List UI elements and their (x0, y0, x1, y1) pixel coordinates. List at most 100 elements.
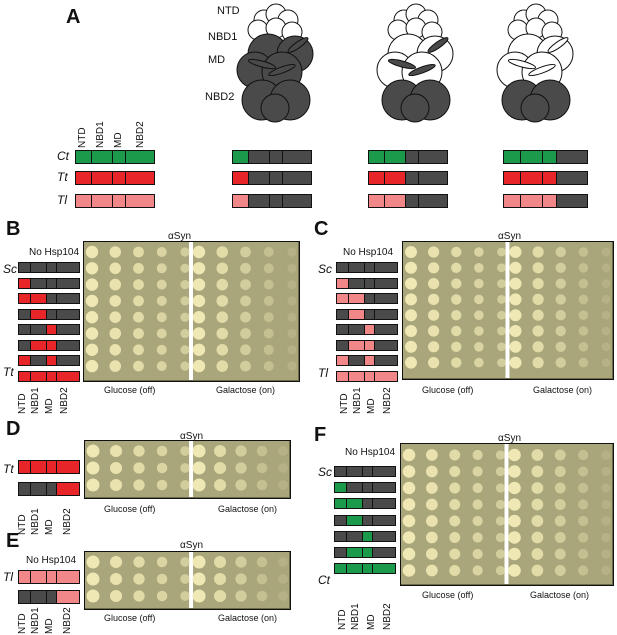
plate-f (400, 443, 614, 586)
yeast-spot (240, 344, 251, 356)
yeast-spot (497, 294, 506, 304)
yeast-spot (263, 263, 274, 274)
yeast-spot (495, 499, 506, 510)
yeast-spot (133, 445, 145, 457)
yeast-spot (156, 590, 168, 602)
yeast-spot (578, 278, 589, 289)
yeast-spot (426, 548, 438, 560)
yeast-spot (156, 462, 168, 474)
species-tt-d: Tt (3, 462, 14, 476)
yeast-spot (426, 531, 438, 544)
col-nbd2-b: NBD2 (59, 387, 70, 414)
panel-label-a: A (66, 6, 81, 28)
yeast-spot (156, 556, 168, 568)
yeast-spot (402, 564, 416, 577)
yeast-spot (509, 340, 522, 353)
no-hsp104-e: No Hsp104 (26, 555, 77, 566)
bar-ct-ntd (232, 150, 312, 164)
yeast-spot (287, 312, 297, 322)
yeast-spot (508, 481, 521, 495)
yeast-spot (428, 341, 440, 353)
strain-bar-c-6 (336, 355, 398, 366)
yeast-spot (156, 279, 167, 290)
yeast-spot (109, 589, 123, 603)
yeast-spot (531, 449, 544, 461)
species-tl-e: Tl (3, 570, 13, 584)
yeast-spot (256, 556, 268, 568)
strain-bar-c-5 (336, 339, 398, 351)
yeast-spot (449, 499, 461, 510)
yeast-spot (451, 246, 462, 258)
yeast-spot (554, 515, 566, 527)
species-ct: Ct (57, 149, 69, 163)
galactose-label-b: Galactose (on) (216, 385, 276, 395)
yeast-spot (449, 466, 461, 477)
bar-tl-full (75, 194, 155, 208)
yeast-spot (263, 361, 274, 372)
yeast-spot (404, 324, 418, 338)
yeast-spot (509, 356, 522, 369)
yeast-spot (578, 341, 589, 352)
yeast-spot (402, 481, 416, 495)
yeast-spot (192, 262, 206, 275)
galactose-label-d: Galactose (on) (218, 504, 278, 514)
yeast-spot (235, 590, 247, 602)
galactose-label-e: Galactose (on) (218, 613, 278, 623)
yeast-spot (508, 547, 521, 561)
yeast-spot (240, 279, 251, 290)
yeast-spot (263, 328, 274, 339)
yeast-spot (495, 565, 506, 576)
yeast-spot (509, 324, 522, 338)
yeast-spot (449, 482, 461, 494)
strain-bar-f-0 (334, 466, 396, 477)
col-nbd1-d: NBD1 (30, 508, 41, 535)
col-ntd-d: NTD (17, 514, 28, 535)
yeast-spot (133, 328, 144, 339)
yeast-spot (451, 278, 462, 289)
asyn-label-d: αSyn (180, 431, 204, 442)
yeast-spot (451, 325, 462, 337)
yeast-spot (235, 556, 247, 568)
species-ct-f: Ct (318, 573, 330, 587)
species-tt-b: Tt (3, 365, 14, 379)
yeast-spot (240, 360, 251, 372)
yeast-spot (428, 277, 440, 290)
bar-tl-ntd-nbd1 (368, 194, 448, 208)
label-nbd1: NBD1 (208, 31, 238, 43)
col-label-md: MD (113, 132, 124, 148)
bar-tt-full (75, 171, 155, 185)
yeast-spot (86, 555, 100, 569)
yeast-spot (474, 294, 484, 305)
strain-bar-b-2 (18, 293, 80, 304)
col-ntd-e: NTD (17, 613, 28, 634)
yeast-spot (601, 516, 611, 526)
glucose-label-f: Glucose (off) (422, 590, 474, 600)
bar-tt-ntd-nbd1-md (503, 171, 588, 185)
yeast-spot (287, 247, 297, 257)
yeast-spot (495, 549, 506, 559)
yeast-spot (192, 461, 206, 475)
yeast-spot (86, 589, 100, 603)
yeast-spot (578, 565, 589, 576)
panel-label-d: D (6, 418, 21, 440)
yeast-spot (133, 246, 144, 258)
yeast-spot (404, 277, 418, 290)
yeast-spot (133, 590, 145, 602)
yeast-spot (133, 344, 144, 356)
yeast-spot (180, 345, 190, 355)
yeast-spot (497, 310, 506, 320)
yeast-spot (216, 360, 229, 372)
yeast-spot (240, 246, 251, 258)
yeast-spot (156, 328, 167, 339)
plate-e (84, 551, 291, 610)
yeast-spot (474, 326, 484, 336)
yeast-spot (426, 498, 438, 511)
yeast-spot (278, 557, 288, 567)
asyn-label-c: αSyn (498, 231, 522, 242)
yeast-spot (426, 564, 438, 577)
bar-tl-ntd (232, 194, 312, 208)
yeast-spot (509, 293, 522, 306)
panel-label-e: E (6, 530, 20, 552)
plate-c-spots (403, 242, 612, 378)
yeast-spot (287, 328, 297, 339)
